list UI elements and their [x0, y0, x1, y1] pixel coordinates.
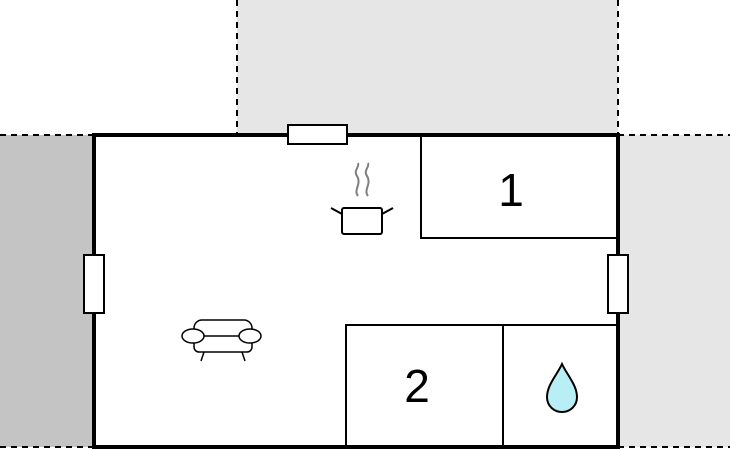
outer-wall — [92, 133, 620, 449]
window-left — [83, 254, 105, 314]
room-1-label: 1 — [498, 164, 524, 216]
window-top — [287, 124, 348, 145]
window-right — [607, 254, 629, 314]
terrace-top — [236, 0, 619, 135]
terrace-left — [0, 134, 94, 448]
terrace-right — [618, 134, 730, 448]
sofa-icon — [181, 319, 262, 362]
cooking-pot-icon — [330, 162, 394, 235]
room-2-label: 2 — [404, 360, 430, 412]
room-bedroom-2: 2 — [345, 324, 618, 447]
room-bedroom-1: 1 — [420, 135, 618, 239]
water-drop-icon — [545, 361, 579, 414]
